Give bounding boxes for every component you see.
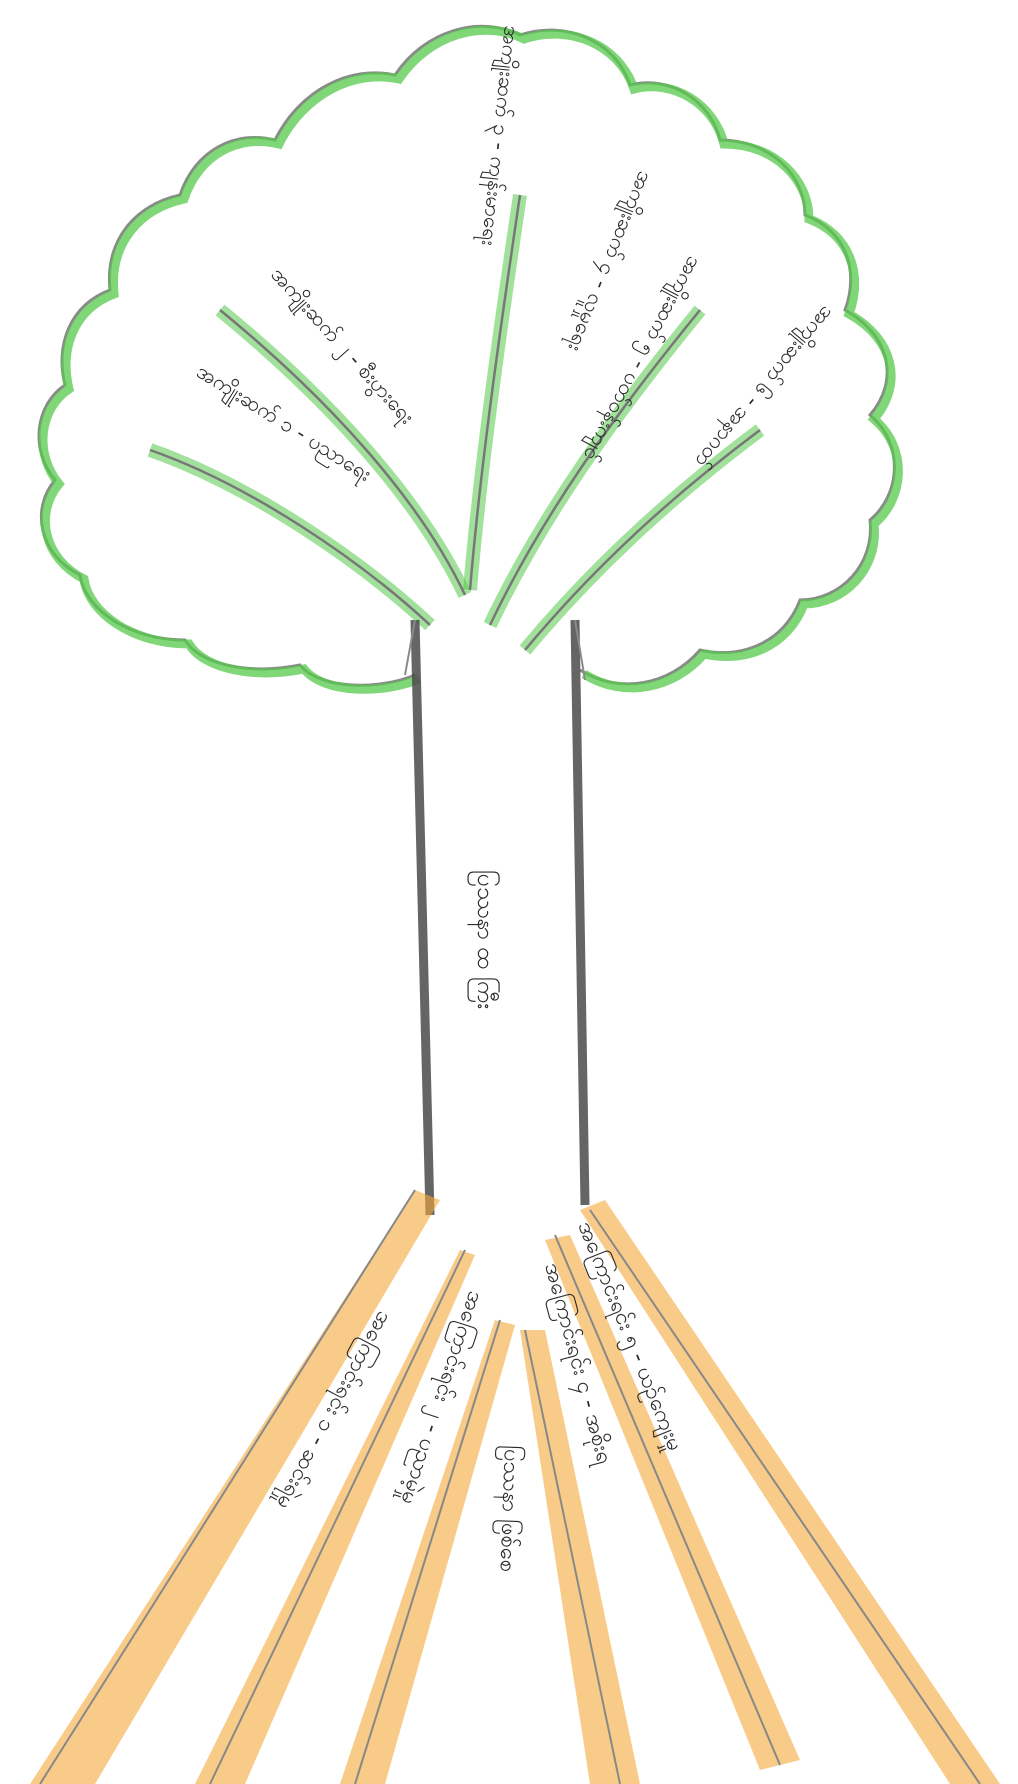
branch-line	[149, 448, 431, 626]
branch-label: အကျိုးဆက် ၂ - စီးပွားရေး	[262, 262, 420, 433]
root-band	[195, 1250, 475, 1784]
root-line	[354, 1319, 501, 1784]
branch-line	[488, 309, 701, 626]
branch-line	[519, 424, 765, 655]
tree-trunk	[404, 619, 590, 1216]
trunk-left-edge	[410, 619, 435, 1216]
root-band	[30, 1190, 440, 1784]
root-label: ပြဿနာ ဖြစ်စေ	[491, 1445, 526, 1573]
branch-label: အကျိုးဆက် ၄ - လူမှုရေး	[558, 166, 659, 356]
root-line	[524, 1329, 621, 1784]
root-line	[589, 1209, 981, 1784]
canopy-shading	[38, 25, 903, 694]
branch-line	[219, 309, 467, 596]
root-line	[554, 1234, 781, 1766]
branch-label: အကျိုးဆက် ၆ - အနာဂတ်	[686, 298, 840, 473]
canopy-trunk-link-left	[404, 619, 416, 676]
tree-canopy	[37, 24, 903, 694]
root-band	[520, 1330, 640, 1784]
root-line	[39, 1189, 416, 1784]
trunk-right-edge	[570, 619, 590, 1206]
tree-roots	[30, 1189, 1000, 1784]
branch-line	[468, 194, 522, 591]
branch-line	[524, 429, 761, 651]
root-line	[209, 1249, 466, 1784]
tree-branches	[147, 193, 765, 655]
canopy-trunk-link-right	[574, 619, 586, 681]
root-band	[545, 1235, 800, 1770]
trunk-label: ပြဿနာ ထ ကြီး	[468, 870, 499, 1009]
root-band	[580, 1200, 1000, 1784]
